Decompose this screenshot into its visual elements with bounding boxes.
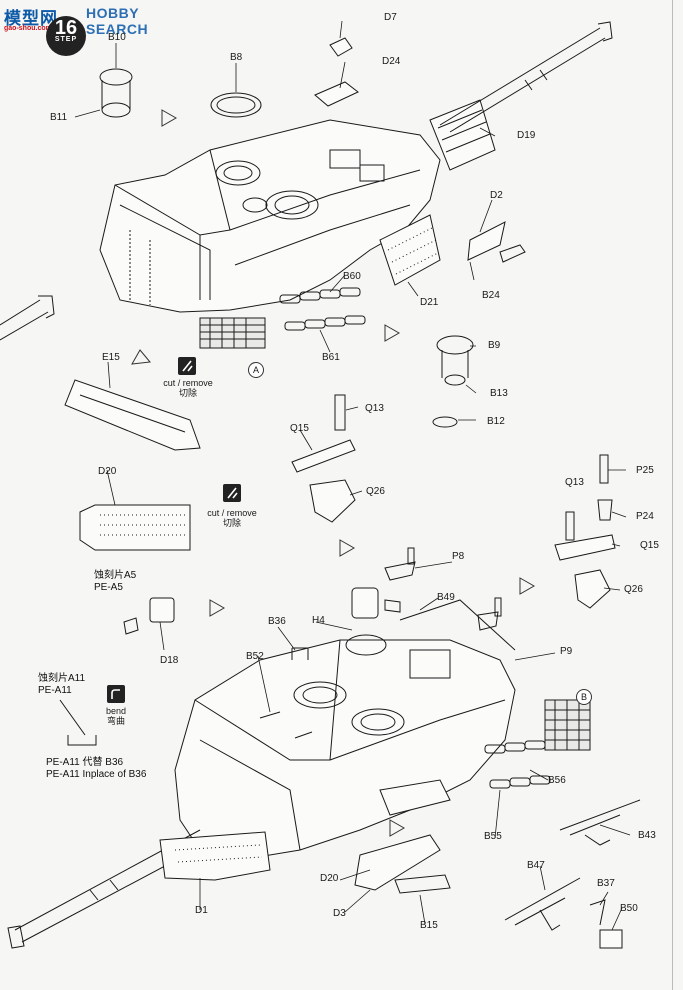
pe-a11-line3: PE-A11 代替 B36 [46, 757, 124, 768]
cut-tool-icon [178, 357, 196, 375]
label-h4: H4 [312, 615, 325, 626]
label-d18: D18 [160, 655, 179, 666]
label-b56: B56 [548, 775, 566, 786]
watermark-en: HOBBY SEARCH [86, 5, 149, 37]
label-d2: D2 [490, 190, 503, 201]
label-b43: B43 [638, 830, 656, 841]
bend-tool-icon [107, 685, 125, 703]
label-b47: B47 [527, 860, 545, 871]
cut-tool-icon [223, 484, 241, 502]
label-d1: D1 [195, 905, 208, 916]
label-b12: B12 [487, 416, 505, 427]
label-b52: B52 [246, 651, 264, 662]
label-d20-bottom: D20 [320, 873, 339, 884]
cut-note-1-cn: 切除 [178, 388, 197, 398]
lower-turret [7, 454, 641, 949]
label-d3: D3 [333, 908, 346, 919]
watermark-url: gao-shou.com [4, 25, 52, 32]
label-b60: B60 [343, 271, 361, 282]
pe-a11-line2: PE-A11 [38, 685, 72, 696]
cut-note-1-en: cut / remove [163, 378, 213, 388]
pe-a11-replace-note: PE-A11 代替 B36 PE-A11 Inplace of B36 [46, 757, 146, 781]
cut-note-2-cn: 切除 [222, 518, 241, 528]
label-d24: D24 [382, 56, 401, 67]
page-border [672, 0, 673, 990]
label-p25: P25 [636, 465, 654, 476]
label-q26-top: Q26 [366, 486, 385, 497]
upper-turret [0, 21, 613, 551]
arrow-right-icon [131, 109, 536, 837]
bend-note-en: bend [105, 706, 127, 716]
pe-a5-line1: 蚀刻片A5 [94, 570, 137, 581]
bend-note: bend 弯曲 [96, 706, 136, 726]
watermark: 模型网 HOBBY SEARCH gao-shou.com [0, 0, 200, 37]
step-badge: 16 STEP [46, 16, 86, 56]
cut-note-1: cut / remove 切除 [160, 378, 216, 398]
pe-a11-note: 蚀刻片A11 PE-A11 [38, 673, 85, 697]
label-b15: B15 [420, 920, 438, 931]
label-b37: B37 [597, 878, 615, 889]
label-b36: B36 [268, 616, 286, 627]
pe-a5-line2: PE-A5 [94, 582, 123, 593]
label-q13-right: Q13 [565, 477, 584, 488]
label-p24: P24 [636, 511, 654, 522]
label-b49: B49 [437, 592, 455, 603]
leader-lines [74, 20, 631, 931]
label-b10: B10 [108, 32, 126, 43]
label-q15-top: Q15 [290, 423, 309, 434]
label-e15: E15 [102, 352, 120, 363]
watermark-cn: 模型网 [4, 9, 58, 29]
label-b61: B61 [322, 352, 340, 363]
label-b24: B24 [482, 290, 500, 301]
smoke-dischargers-upper [279, 287, 366, 331]
label-q15-right: Q15 [640, 540, 659, 551]
bend-note-cn: 弯曲 [106, 716, 125, 726]
label-p9: P9 [560, 646, 573, 657]
cut-note-2-en: cut / remove [207, 508, 257, 518]
label-b50: B50 [620, 903, 638, 914]
label-b13: B13 [490, 388, 508, 399]
step-number: 16 [54, 17, 78, 39]
label-d7: D7 [384, 12, 397, 23]
marker-b: B [576, 689, 592, 705]
cut-note-2: cut / remove 切除 [204, 508, 260, 528]
label-b11: B11 [50, 112, 68, 123]
pe-a5-note: 蚀刻片A5 PE-A5 [94, 570, 136, 594]
label-b55: B55 [484, 831, 502, 842]
pe-a11-line4: PE-A11 Inplace of B36 [46, 769, 147, 780]
label-d19: D19 [517, 130, 536, 141]
label-d21: D21 [420, 297, 439, 308]
marker-a: A [248, 362, 264, 378]
label-b9: B9 [488, 340, 501, 351]
label-q13-top: Q13 [365, 403, 384, 414]
label-d20-top: D20 [98, 466, 117, 477]
pe-a11-line1: 蚀刻片A11 [38, 673, 86, 684]
label-p8: P8 [452, 551, 465, 562]
label-b8: B8 [230, 52, 243, 63]
label-q26-right: Q26 [624, 584, 643, 595]
step-word: STEP [54, 36, 78, 43]
